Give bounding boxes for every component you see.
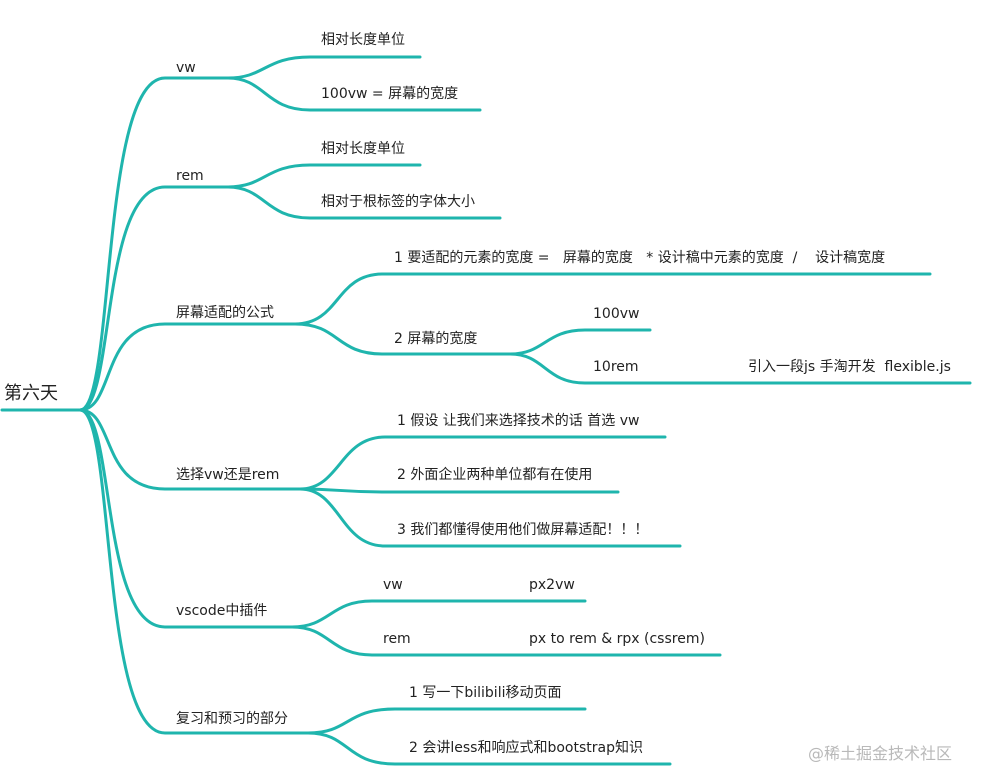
vw-item-2[interactable]: 100vw = 屏幕的宽度 [321, 86, 459, 102]
topic-rem[interactable]: rem [176, 168, 204, 184]
connector-rem [78, 185, 230, 412]
rem-item-1[interactable]: 相对长度单位 [321, 141, 405, 157]
connector-review [78, 408, 310, 735]
topic-choose[interactable]: 选择vw还是rem [176, 467, 280, 483]
topic-vw[interactable]: vw [176, 60, 196, 76]
root-topic[interactable]: 第六天 [4, 383, 58, 404]
vscode-unit-vw[interactable]: vw [383, 577, 403, 593]
choose-item-3[interactable]: 3 我们都懂得使用他们做屏幕适配！！！ [397, 522, 649, 538]
connector-choose-3 [298, 487, 682, 548]
connector-choose-2 [298, 487, 620, 494]
connector-vw-1 [226, 55, 422, 80]
vscode-plugin-cssrem[interactable]: px to rem & rpx (cssrem) [529, 631, 705, 647]
review-item-1[interactable]: 1 写一下bilibili移动页面 [409, 685, 562, 701]
vscode-plugin-px2vw[interactable]: px2vw [529, 577, 575, 593]
watermark: @稀土掘金技术社区 [808, 744, 953, 763]
connector-vscode [78, 408, 294, 629]
connector-vw-2 [226, 76, 482, 112]
connector-choose-1 [298, 435, 667, 491]
connector-vw [78, 76, 230, 412]
vscode-unit-rem[interactable]: rem [383, 631, 411, 647]
connector-review-1 [306, 707, 587, 735]
connector-vscode-1 [290, 599, 587, 629]
choose-item-1[interactable]: 1 假设 让我们来选择技术的话 首选 vw [397, 413, 640, 429]
connector-rem-1 [226, 163, 422, 189]
vw-item-1[interactable]: 相对长度单位 [321, 32, 405, 48]
connector-formula-sub-2 [508, 352, 972, 385]
topic-review[interactable]: 复习和预习的部分 [176, 711, 288, 727]
review-item-2[interactable]: 2 会讲less和响应式和bootstrap知识 [409, 740, 643, 756]
formula-item-2[interactable]: 2 屏幕的宽度 [394, 331, 478, 347]
connector-formula [78, 322, 297, 412]
connector-formula-2 [293, 322, 512, 356]
topic-vscode[interactable]: vscode中插件 [176, 603, 268, 619]
topic-formula[interactable]: 屏幕适配的公式 [176, 305, 274, 321]
connector-vscode-2 [290, 625, 722, 657]
connector-rem-2 [226, 185, 502, 220]
formula-sub-100vw[interactable]: 100vw [593, 306, 640, 322]
connector-review-2 [306, 731, 672, 766]
connector-formula-1 [293, 272, 932, 326]
formula-sub-10rem[interactable]: 10rem [593, 359, 639, 375]
rem-item-2[interactable]: 相对于根标签的字体大小 [321, 194, 475, 210]
choose-item-2[interactable]: 2 外面企业两种单位都有在使用 [397, 467, 593, 483]
connector-choose [78, 408, 302, 491]
connector-formula-sub-1 [508, 328, 652, 356]
formula-item-1[interactable]: 1 要适配的元素的宽度 = 屏幕的宽度 * 设计稿中元素的宽度 / 设计稿宽度 [394, 250, 886, 266]
formula-sub-note[interactable]: 引入一段js 手淘开发 flexible.js [748, 359, 951, 375]
